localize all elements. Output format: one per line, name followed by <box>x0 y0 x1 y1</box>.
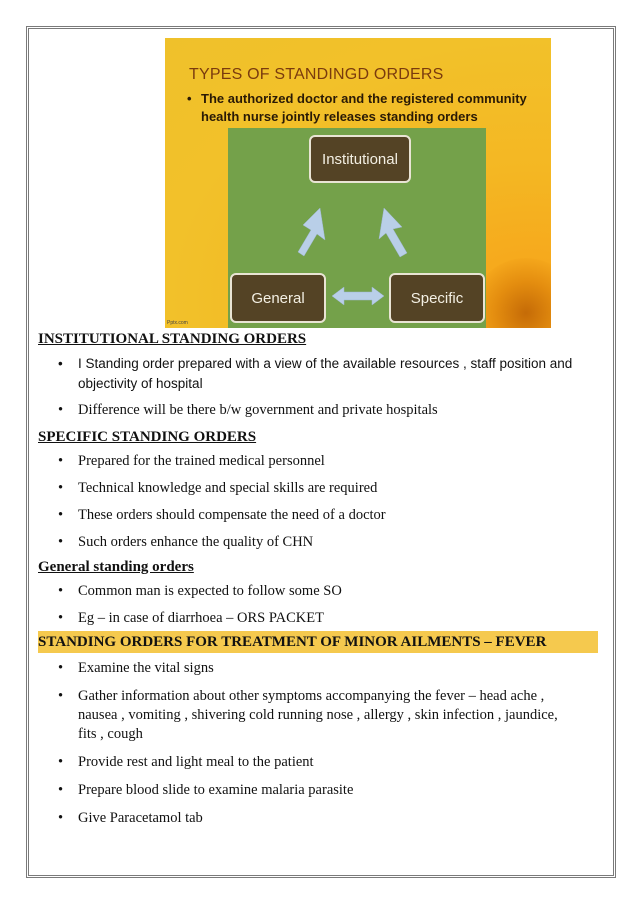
cycle-arrows <box>297 207 408 306</box>
list-item: Such orders enhance the quality of CHN <box>38 533 598 552</box>
slide-image: TYPES OF STANDINGD ORDERS • The authoriz… <box>165 38 551 328</box>
slide-bullet-text: The authorized doctor and the registered… <box>201 91 527 124</box>
general-node: General <box>230 273 326 323</box>
arrow-institutional-specific <box>378 207 408 258</box>
heading-fever: STANDING ORDERS FOR TREATMENT OF MINOR A… <box>38 631 598 653</box>
list-institutional: I Standing order prepared with a view of… <box>38 354 598 420</box>
list-item: Examine the vital signs <box>38 659 598 678</box>
slide-bullet: • The authorized doctor and the register… <box>187 90 537 126</box>
list-item: These orders should compensate the need … <box>38 506 598 525</box>
page-border <box>26 26 616 878</box>
slide-title: TYPES OF STANDINGD ORDERS <box>189 66 444 83</box>
list-item: Gather information about other symptoms … <box>38 687 598 744</box>
heading-specific: SPECIFIC STANDING ORDERS <box>38 429 257 445</box>
bullet-icon: • <box>187 91 192 106</box>
list-item: Provide rest and light meal to the patie… <box>38 753 598 772</box>
list-general: Common man is expected to follow some SO… <box>38 582 598 628</box>
list-item: Give Paracetamol tab <box>38 809 598 828</box>
arrow-institutional-general <box>297 207 326 257</box>
list-item: Eg – in case of diarrhoea – ORS PACKET <box>38 609 598 628</box>
institutional-node: Institutional <box>309 135 411 183</box>
heading-general: General standing orders <box>38 559 194 575</box>
list-item: I Standing order prepared with a view of… <box>38 354 598 394</box>
list-item: Prepared for the trained medical personn… <box>38 452 598 471</box>
document-body: INSTITUTIONAL STANDING ORDERS I Standing… <box>38 328 598 828</box>
list-specific: Prepared for the trained medical personn… <box>38 452 598 552</box>
list-item: Common man is expected to follow some SO <box>38 582 598 601</box>
arrow-general-specific <box>331 286 385 306</box>
list-fever: Examine the vital signs Gather informati… <box>38 659 598 828</box>
heading-institutional: INSTITUTIONAL STANDING ORDERS <box>38 331 307 347</box>
list-item: Prepare blood slide to examine malaria p… <box>38 781 598 800</box>
slide-credit: Pptx.com <box>167 320 188 326</box>
list-item: Technical knowledge and special skills a… <box>38 479 598 498</box>
list-item: Difference will be there b/w government … <box>38 401 598 420</box>
specific-node: Specific <box>389 273 485 323</box>
